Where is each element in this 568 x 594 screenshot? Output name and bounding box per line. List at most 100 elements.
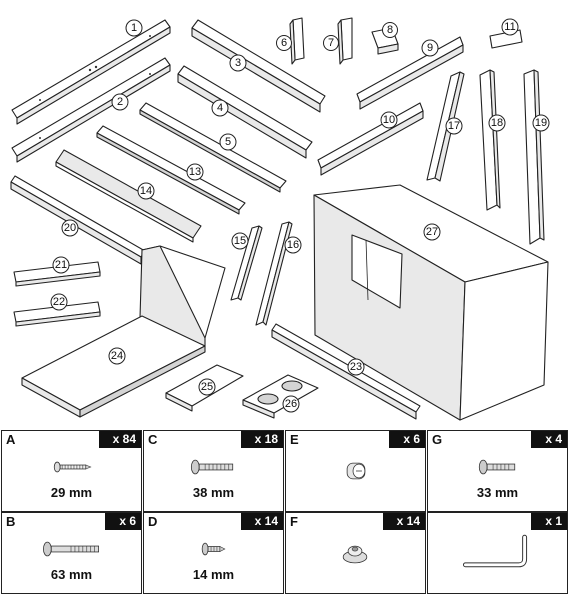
svg-text:27: 27: [426, 226, 438, 238]
callout-14: 14: [137, 182, 155, 200]
part-23-board: [271, 323, 421, 420]
svg-text:21: 21: [55, 259, 67, 271]
hardware-letter: F: [290, 514, 298, 529]
hardware-quantity: x 14: [382, 513, 425, 530]
svg-text:14: 14: [140, 185, 152, 197]
part-26-cupholder: [242, 374, 319, 419]
svg-text:5: 5: [225, 136, 231, 148]
part-4-board: [177, 65, 313, 159]
svg-text:24: 24: [111, 350, 123, 362]
bolt-icon: [43, 541, 100, 557]
callout-4: 4: [211, 99, 229, 117]
short-screw-icon: [201, 542, 226, 556]
callout-10: 10: [380, 111, 398, 129]
bolt-icon: [478, 459, 516, 475]
callout-24: 24: [108, 347, 126, 365]
allen-key-icon: [462, 534, 528, 568]
svg-text:18: 18: [491, 117, 503, 129]
hardware-letter: A: [6, 432, 16, 447]
callout-1: 1: [125, 19, 143, 37]
callout-20: 20: [61, 219, 79, 237]
callout-18: 18: [488, 114, 506, 132]
callout-27: 27: [423, 223, 441, 241]
callout-9: 9: [421, 39, 439, 57]
svg-text:9: 9: [427, 42, 433, 54]
hardware-size: 29 mm: [50, 485, 93, 500]
hardware-cell-c: C x 18 38 mm: [143, 430, 284, 512]
hardware-cell-e: E x 6: [285, 430, 426, 512]
callout-22: 22: [50, 293, 68, 311]
callout-6: 6: [276, 35, 292, 51]
parts-diagram: 1 2 3 4 5 6 7 8 9 10 11 13 14 15 16 17 1…: [10, 17, 550, 421]
callout-15: 15: [231, 232, 249, 250]
part-16-leg: [255, 221, 293, 326]
hardware-letter: E: [290, 432, 299, 447]
svg-text:2: 2: [117, 96, 123, 108]
callout-21: 21: [52, 256, 70, 274]
hardware-quantity: x 84: [98, 431, 141, 448]
hardware-quantity: x 6: [389, 431, 425, 448]
svg-text:11: 11: [504, 21, 515, 33]
hardware-letter: D: [148, 514, 158, 529]
part-19-post: [523, 69, 545, 245]
callout-16: 16: [284, 236, 302, 254]
callout-2: 2: [111, 93, 129, 111]
part-22-bar: [13, 301, 101, 327]
part-6-block: [289, 17, 305, 65]
cam-lock-icon: [346, 462, 366, 480]
part-15-leg: [230, 225, 263, 301]
callout-19: 19: [532, 114, 550, 132]
svg-text:17: 17: [448, 120, 460, 132]
hardware-cell-b: B x 6 63 mm: [1, 512, 142, 594]
svg-text:13: 13: [189, 166, 201, 178]
svg-text:15: 15: [234, 235, 246, 247]
cam-nut-icon: [342, 545, 368, 564]
hardware-cell-a: A x 84 29 mm: [1, 430, 142, 512]
svg-text:7: 7: [328, 37, 334, 49]
svg-text:1: 1: [131, 22, 137, 34]
part-7-block: [337, 17, 353, 65]
bolt-icon: [190, 459, 234, 475]
screw-icon: [53, 461, 92, 473]
callout-8: 8: [382, 22, 398, 38]
part-13-slat: [96, 125, 246, 215]
svg-text:6: 6: [281, 37, 287, 49]
part-5-slat: [139, 102, 287, 193]
hardware-letter: C: [148, 432, 158, 447]
part-18-post: [479, 69, 501, 211]
callout-11: 11: [501, 18, 519, 36]
hardware-letter: B: [6, 514, 16, 529]
svg-text:19: 19: [535, 117, 547, 129]
hardware-quantity: x 6: [105, 513, 141, 530]
part-10-rail: [317, 102, 424, 176]
hardware-cell-d: D x 14 14 mm: [143, 512, 284, 594]
svg-text:22: 22: [53, 296, 65, 308]
svg-text:10: 10: [383, 114, 395, 126]
hardware-quantity: x 1: [531, 513, 567, 530]
hardware-cell-g: G x 4 33 mm: [427, 430, 568, 512]
callout-26: 26: [282, 395, 300, 413]
callout-23: 23: [347, 358, 365, 376]
hardware-cell-f: F x 14: [285, 512, 426, 594]
svg-text:16: 16: [287, 239, 299, 251]
callout-13: 13: [186, 163, 204, 181]
svg-text:3: 3: [235, 57, 241, 69]
part-1-rail: [11, 19, 171, 125]
hardware-table: A x 84 29 mm C x 18 38 mm E x 6 G x 4: [0, 428, 568, 594]
part-3-board: [191, 19, 326, 113]
svg-text:25: 25: [201, 381, 213, 393]
hardware-quantity: x 4: [531, 431, 567, 448]
part-14-panel: [55, 149, 202, 243]
callout-5: 5: [219, 133, 237, 151]
hardware-letter: G: [432, 432, 443, 447]
part-27-desk-base: [313, 184, 549, 421]
callout-7: 7: [323, 35, 339, 51]
svg-text:20: 20: [64, 222, 76, 234]
callout-17: 17: [445, 117, 463, 135]
hardware-size: 33 mm: [476, 485, 519, 500]
hardware-size: 63 mm: [50, 567, 93, 582]
callout-25: 25: [198, 378, 216, 396]
svg-text:8: 8: [387, 24, 393, 36]
svg-text:23: 23: [350, 361, 362, 373]
callout-3: 3: [229, 54, 247, 72]
